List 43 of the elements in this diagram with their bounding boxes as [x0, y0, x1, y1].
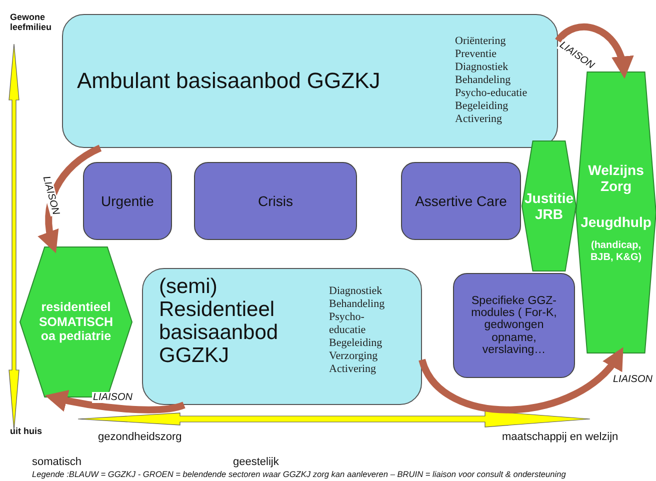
- edge-label: LIAISON: [612, 374, 654, 385]
- box-title: (semi) Residentieel basisaanbod GGZKJ: [159, 275, 280, 368]
- list-item: Behandeling: [455, 74, 512, 87]
- module-box: [401, 162, 521, 240]
- list-item: Diagnostiek: [329, 285, 384, 298]
- list-item: Activering: [455, 113, 504, 126]
- axis-label: gezondheidszorg: [98, 431, 182, 443]
- list-item: Behandeling: [329, 298, 386, 311]
- list-item: Begeleiding: [329, 337, 384, 350]
- list-item: Verzorging: [329, 350, 379, 363]
- list-item: Begeleiding: [455, 100, 510, 113]
- box-title: Ambulant basisaanbod GGZKJ: [77, 69, 380, 94]
- axis-label: Gewone leefmilieu: [10, 12, 53, 32]
- box-label: Assertive Care: [415, 194, 507, 208]
- box-label: Crisis: [258, 194, 293, 208]
- service-box: [62, 14, 558, 148]
- sector-label: Welzijns Zorg: [587, 162, 645, 194]
- axis-label: geestelijk: [233, 456, 279, 468]
- axis-label: somatisch: [32, 456, 82, 468]
- list-item: Diagnostiek: [455, 61, 510, 74]
- list-item: Oriëntering: [455, 35, 507, 48]
- box-label: Specifieke GGZ-modules ( For-K, gedwongen opname, verslaving…: [470, 295, 558, 356]
- sector-label: (handicap, BJB, K&G): [589, 240, 643, 264]
- liaison-arrow: [44, 390, 186, 414]
- liaison-arrow: [418, 348, 624, 414]
- list-item: Psycho-educatie: [455, 87, 528, 100]
- module-box: [83, 162, 172, 240]
- edge-label: LIAISON: [92, 392, 134, 403]
- liaison-arrow: [38, 144, 102, 254]
- sector-label: residentieel SOMATISCH oa pediatrie: [38, 300, 114, 344]
- module-box: [194, 162, 357, 240]
- liaison-arrow: [555, 24, 632, 79]
- axis-label: uit huis: [10, 426, 42, 436]
- service-box: [142, 268, 422, 405]
- sector-label: Jeugdhulp: [580, 214, 652, 230]
- list-item: Activering: [329, 363, 378, 376]
- list-item: Preventie: [455, 48, 498, 61]
- axis-label: Legende :BLAUW = GGZKJ - GROEN = belendende sectoren waar GGZKJ zorg kan aanleveren – BRUIN = liaison voor consult & ondersteuning: [32, 469, 566, 479]
- list-item: Psycho-educatie: [329, 311, 367, 337]
- module-box: [453, 273, 575, 378]
- axis-label: maatschappij en welzijn: [502, 431, 618, 443]
- sector-label: Justitie JRB: [523, 190, 574, 222]
- box-label: Urgentie: [101, 194, 154, 208]
